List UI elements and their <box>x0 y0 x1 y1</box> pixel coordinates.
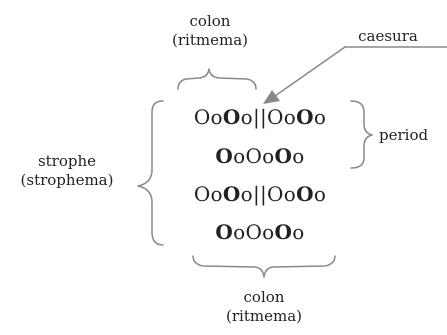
long-syllable: O <box>193 182 211 206</box>
short-syllable: o <box>292 220 305 244</box>
caesura-mark: || <box>252 182 268 206</box>
stressed-syllable: O <box>215 220 234 244</box>
short-syllable: o <box>262 144 275 168</box>
meter-line-1: OoOo||OoOo <box>170 105 350 129</box>
colon-top-label: colon (ritmema) <box>160 12 260 50</box>
stressed-syllable: O <box>296 182 314 206</box>
stressed-syllable: O <box>274 220 293 244</box>
strophe-brace <box>137 100 164 246</box>
colon-bottom-label-line2: (ritmema) <box>226 307 302 325</box>
colon-top-label-line2: (ritmema) <box>172 31 248 49</box>
long-syllable: O <box>267 105 284 129</box>
short-syllable: o <box>210 105 223 129</box>
colon-bottom-label-line1: colon <box>243 288 285 306</box>
strophe-label-line2: (strophema) <box>20 171 114 189</box>
short-syllable: o <box>240 182 253 206</box>
caesura-arrowhead <box>263 90 280 104</box>
short-syllable: o <box>233 220 246 244</box>
long-syllable: O <box>245 144 263 168</box>
short-syllable: o <box>233 144 246 168</box>
short-syllable: o <box>313 105 327 129</box>
colon-top-label-line1: colon <box>189 12 231 30</box>
long-syllable: O <box>193 105 211 129</box>
period-label: period <box>379 126 429 144</box>
stressed-syllable: O <box>222 105 241 129</box>
meter-line-2: OoOoOo <box>170 144 350 168</box>
short-syllable: o <box>313 182 327 206</box>
stressed-syllable: O <box>215 144 234 168</box>
period-brace <box>350 100 373 169</box>
strophe-label: strophe (strophema) <box>2 152 132 190</box>
short-syllable: o <box>240 105 253 129</box>
colon-top-brace <box>177 68 257 90</box>
long-syllable: O <box>267 182 284 206</box>
stressed-syllable: O <box>274 144 293 168</box>
long-syllable: O <box>245 220 263 244</box>
short-syllable: o <box>262 220 275 244</box>
meter-line-4: OoOoOo <box>170 220 350 244</box>
stressed-syllable: O <box>222 182 241 206</box>
colon-bottom-brace <box>192 255 336 278</box>
short-syllable: o <box>283 105 297 129</box>
caesura-arrow-shaft <box>274 46 346 97</box>
caesura-label: caesura <box>358 27 418 45</box>
caesura-mark: || <box>252 105 268 129</box>
strophe-label-line1: strophe <box>37 152 97 170</box>
stressed-syllable: O <box>296 105 314 129</box>
short-syllable: o <box>283 182 297 206</box>
short-syllable: o <box>292 144 305 168</box>
short-syllable: o <box>210 182 223 206</box>
colon-bottom-label: colon (ritmema) <box>214 288 314 326</box>
meter-line-3: OoOo||OoOo <box>170 182 350 206</box>
